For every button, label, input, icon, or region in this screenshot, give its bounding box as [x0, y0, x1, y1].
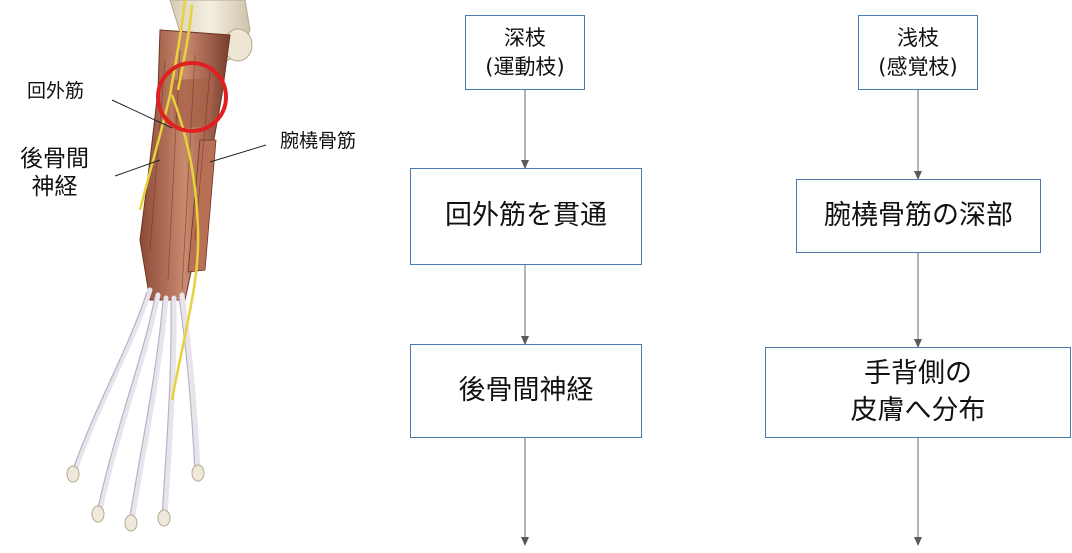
hand-tendons: [72, 287, 201, 523]
deep-branch-header-box: 深枝 (運動枝): [465, 15, 585, 90]
brachioradialis-leader-line: [209, 144, 267, 163]
deep-step-posterior-interosseous-nerve: 後骨間神経: [410, 344, 642, 438]
pin-leader-line: [114, 159, 161, 177]
label-brachioradialis: 腕橈骨筋: [280, 130, 357, 152]
label-posterior-interosseous-nerve: 後骨間 神経: [20, 146, 89, 200]
forearm-illustration: [66, 0, 267, 532]
supinator-highlight-circle: [156, 61, 228, 133]
superficial-step-dorsal-hand-skin: 手背側の 皮膚へ分布: [765, 347, 1071, 438]
superficial-branch-header-box: 浅枝 (感覚枝): [858, 15, 978, 90]
deep-step-penetrate-supinator: 回外筋を貫通: [410, 168, 642, 265]
fingertips: [66, 464, 205, 532]
superficial-step-deep-brachioradialis: 腕橈骨筋の深部: [796, 179, 1041, 253]
radial-nerve-branches: [138, 0, 200, 401]
tendon-shading: [71, 291, 196, 523]
supinator-muscle: [172, 78, 215, 130]
label-supinator: 回外筋: [27, 80, 85, 102]
supinator-leader-line: [111, 99, 173, 129]
